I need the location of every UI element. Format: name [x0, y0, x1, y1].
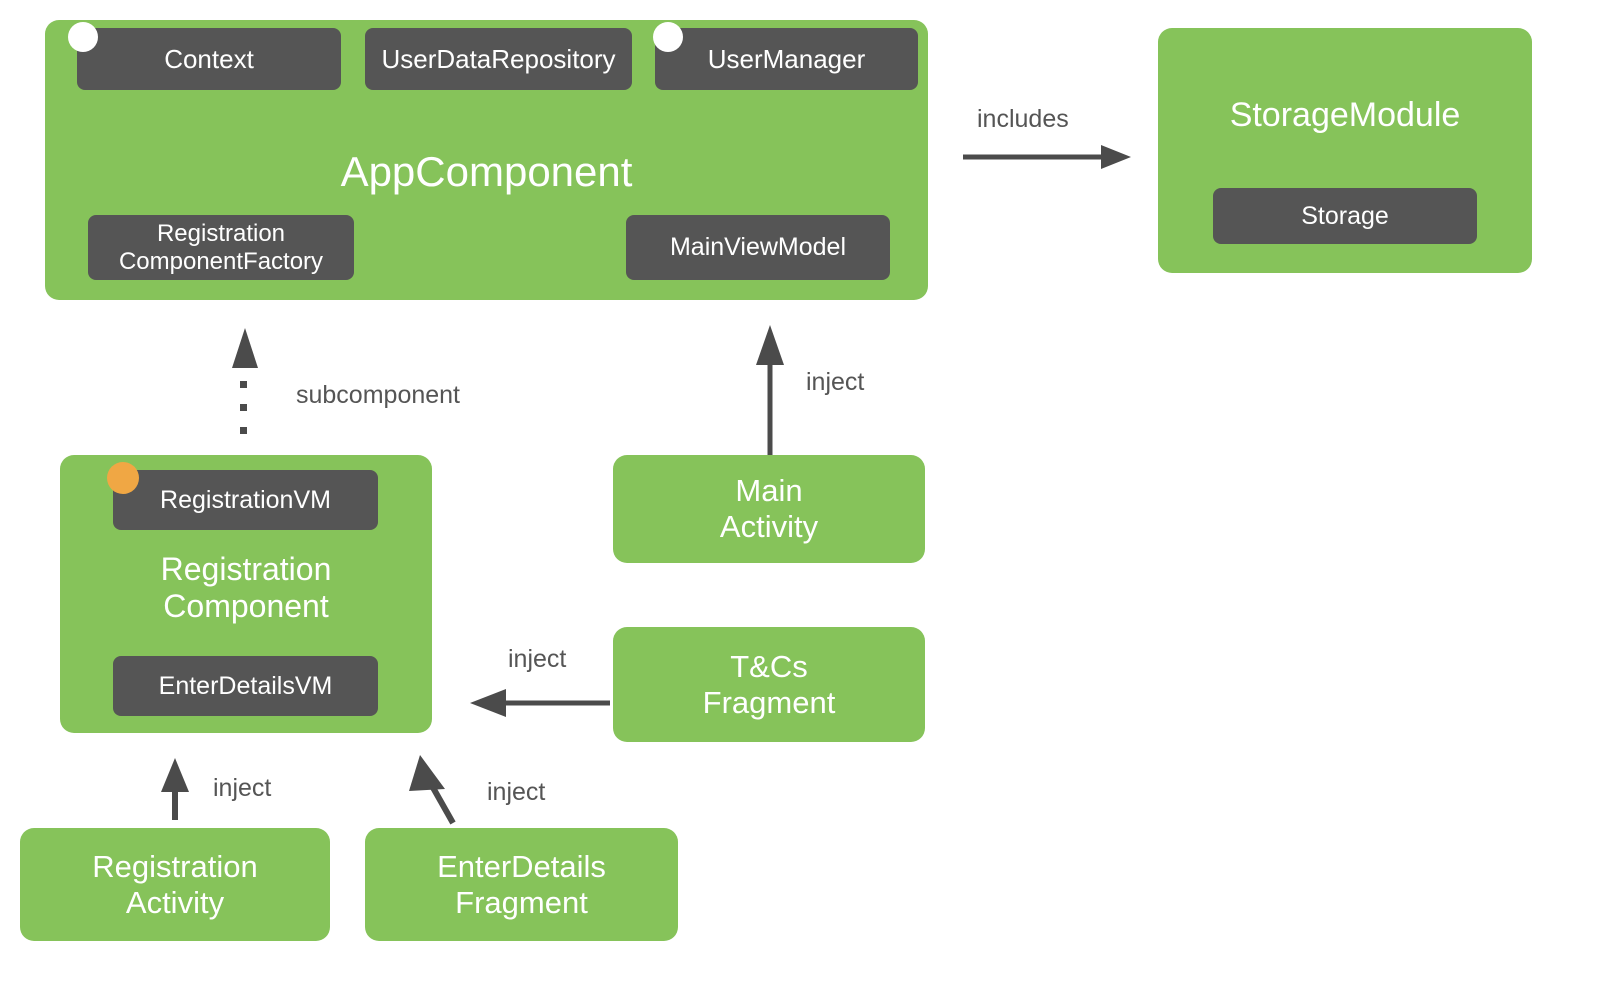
- client-registration-activity-label: Registration Activity: [92, 848, 258, 920]
- binding-registration-vm[interactable]: RegistrationVM: [113, 470, 378, 530]
- arrow-subcomponent-head: [232, 328, 258, 368]
- subcomponent-dash-3: [240, 427, 247, 434]
- binding-registration-component-factory[interactable]: Registration ComponentFactory: [88, 215, 354, 280]
- arrow-inject-enter-details-fragment: [409, 755, 456, 825]
- client-enter-details-fragment[interactable]: EnterDetails Fragment: [365, 828, 678, 941]
- client-main-activity[interactable]: Main Activity: [613, 455, 925, 563]
- binding-main-view-model-label: MainViewModel: [669, 233, 846, 261]
- binding-user-manager-label: UserManager: [707, 43, 866, 74]
- edge-label-inject-enter-details-fragment: inject: [487, 778, 546, 806]
- binding-user-data-repository-label: UserDataRepository: [381, 43, 616, 74]
- subcomponent-dash-2: [240, 404, 247, 411]
- binding-main-view-model[interactable]: MainViewModel: [626, 215, 890, 280]
- binding-registration-vm-label: RegistrationVM: [160, 485, 331, 514]
- binding-enter-details-vm[interactable]: EnterDetailsVM: [113, 656, 378, 716]
- client-tcs-fragment[interactable]: T&Cs Fragment: [613, 627, 925, 742]
- arrow-inject-main-activity: [756, 325, 784, 455]
- scope-dot-registration-vm: [107, 462, 139, 494]
- client-main-activity-label: Main Activity: [719, 473, 819, 544]
- edge-label-inject-main-activity: inject: [806, 368, 865, 396]
- edge-label-includes: includes: [977, 105, 1069, 133]
- binding-context[interactable]: Context: [77, 28, 341, 90]
- binding-enter-details-vm-label: EnterDetailsVM: [158, 671, 333, 700]
- binding-registration-component-factory-label: Registration ComponentFactory: [118, 219, 324, 275]
- arrow-includes: [963, 145, 1131, 169]
- arrow-inject-tcs-fragment: [470, 689, 610, 717]
- subcomponent-dash-1: [240, 381, 247, 388]
- binding-user-data-repository[interactable]: UserDataRepository: [365, 28, 632, 90]
- scope-dot-user-manager: [653, 22, 683, 52]
- app-component-title: AppComponent: [340, 148, 633, 195]
- binding-user-manager[interactable]: UserManager: [655, 28, 918, 90]
- binding-storage-label: Storage: [1301, 201, 1389, 230]
- scope-dot-context: [68, 22, 98, 52]
- edge-label-subcomponent: subcomponent: [296, 381, 461, 409]
- binding-context-label: Context: [164, 43, 254, 74]
- registration-component-title: Registration Component: [160, 551, 332, 625]
- client-enter-details-fragment-label: EnterDetails Fragment: [437, 848, 606, 920]
- arrow-inject-registration-activity: [161, 758, 189, 820]
- binding-storage[interactable]: Storage: [1213, 188, 1477, 244]
- edge-label-inject-tcs-fragment: inject: [508, 645, 567, 673]
- client-registration-activity[interactable]: Registration Activity: [20, 828, 330, 941]
- storage-module-title: StorageModule: [1229, 96, 1461, 134]
- client-tcs-fragment-label: T&Cs Fragment: [702, 648, 836, 720]
- edge-label-inject-registration-activity: inject: [213, 774, 272, 802]
